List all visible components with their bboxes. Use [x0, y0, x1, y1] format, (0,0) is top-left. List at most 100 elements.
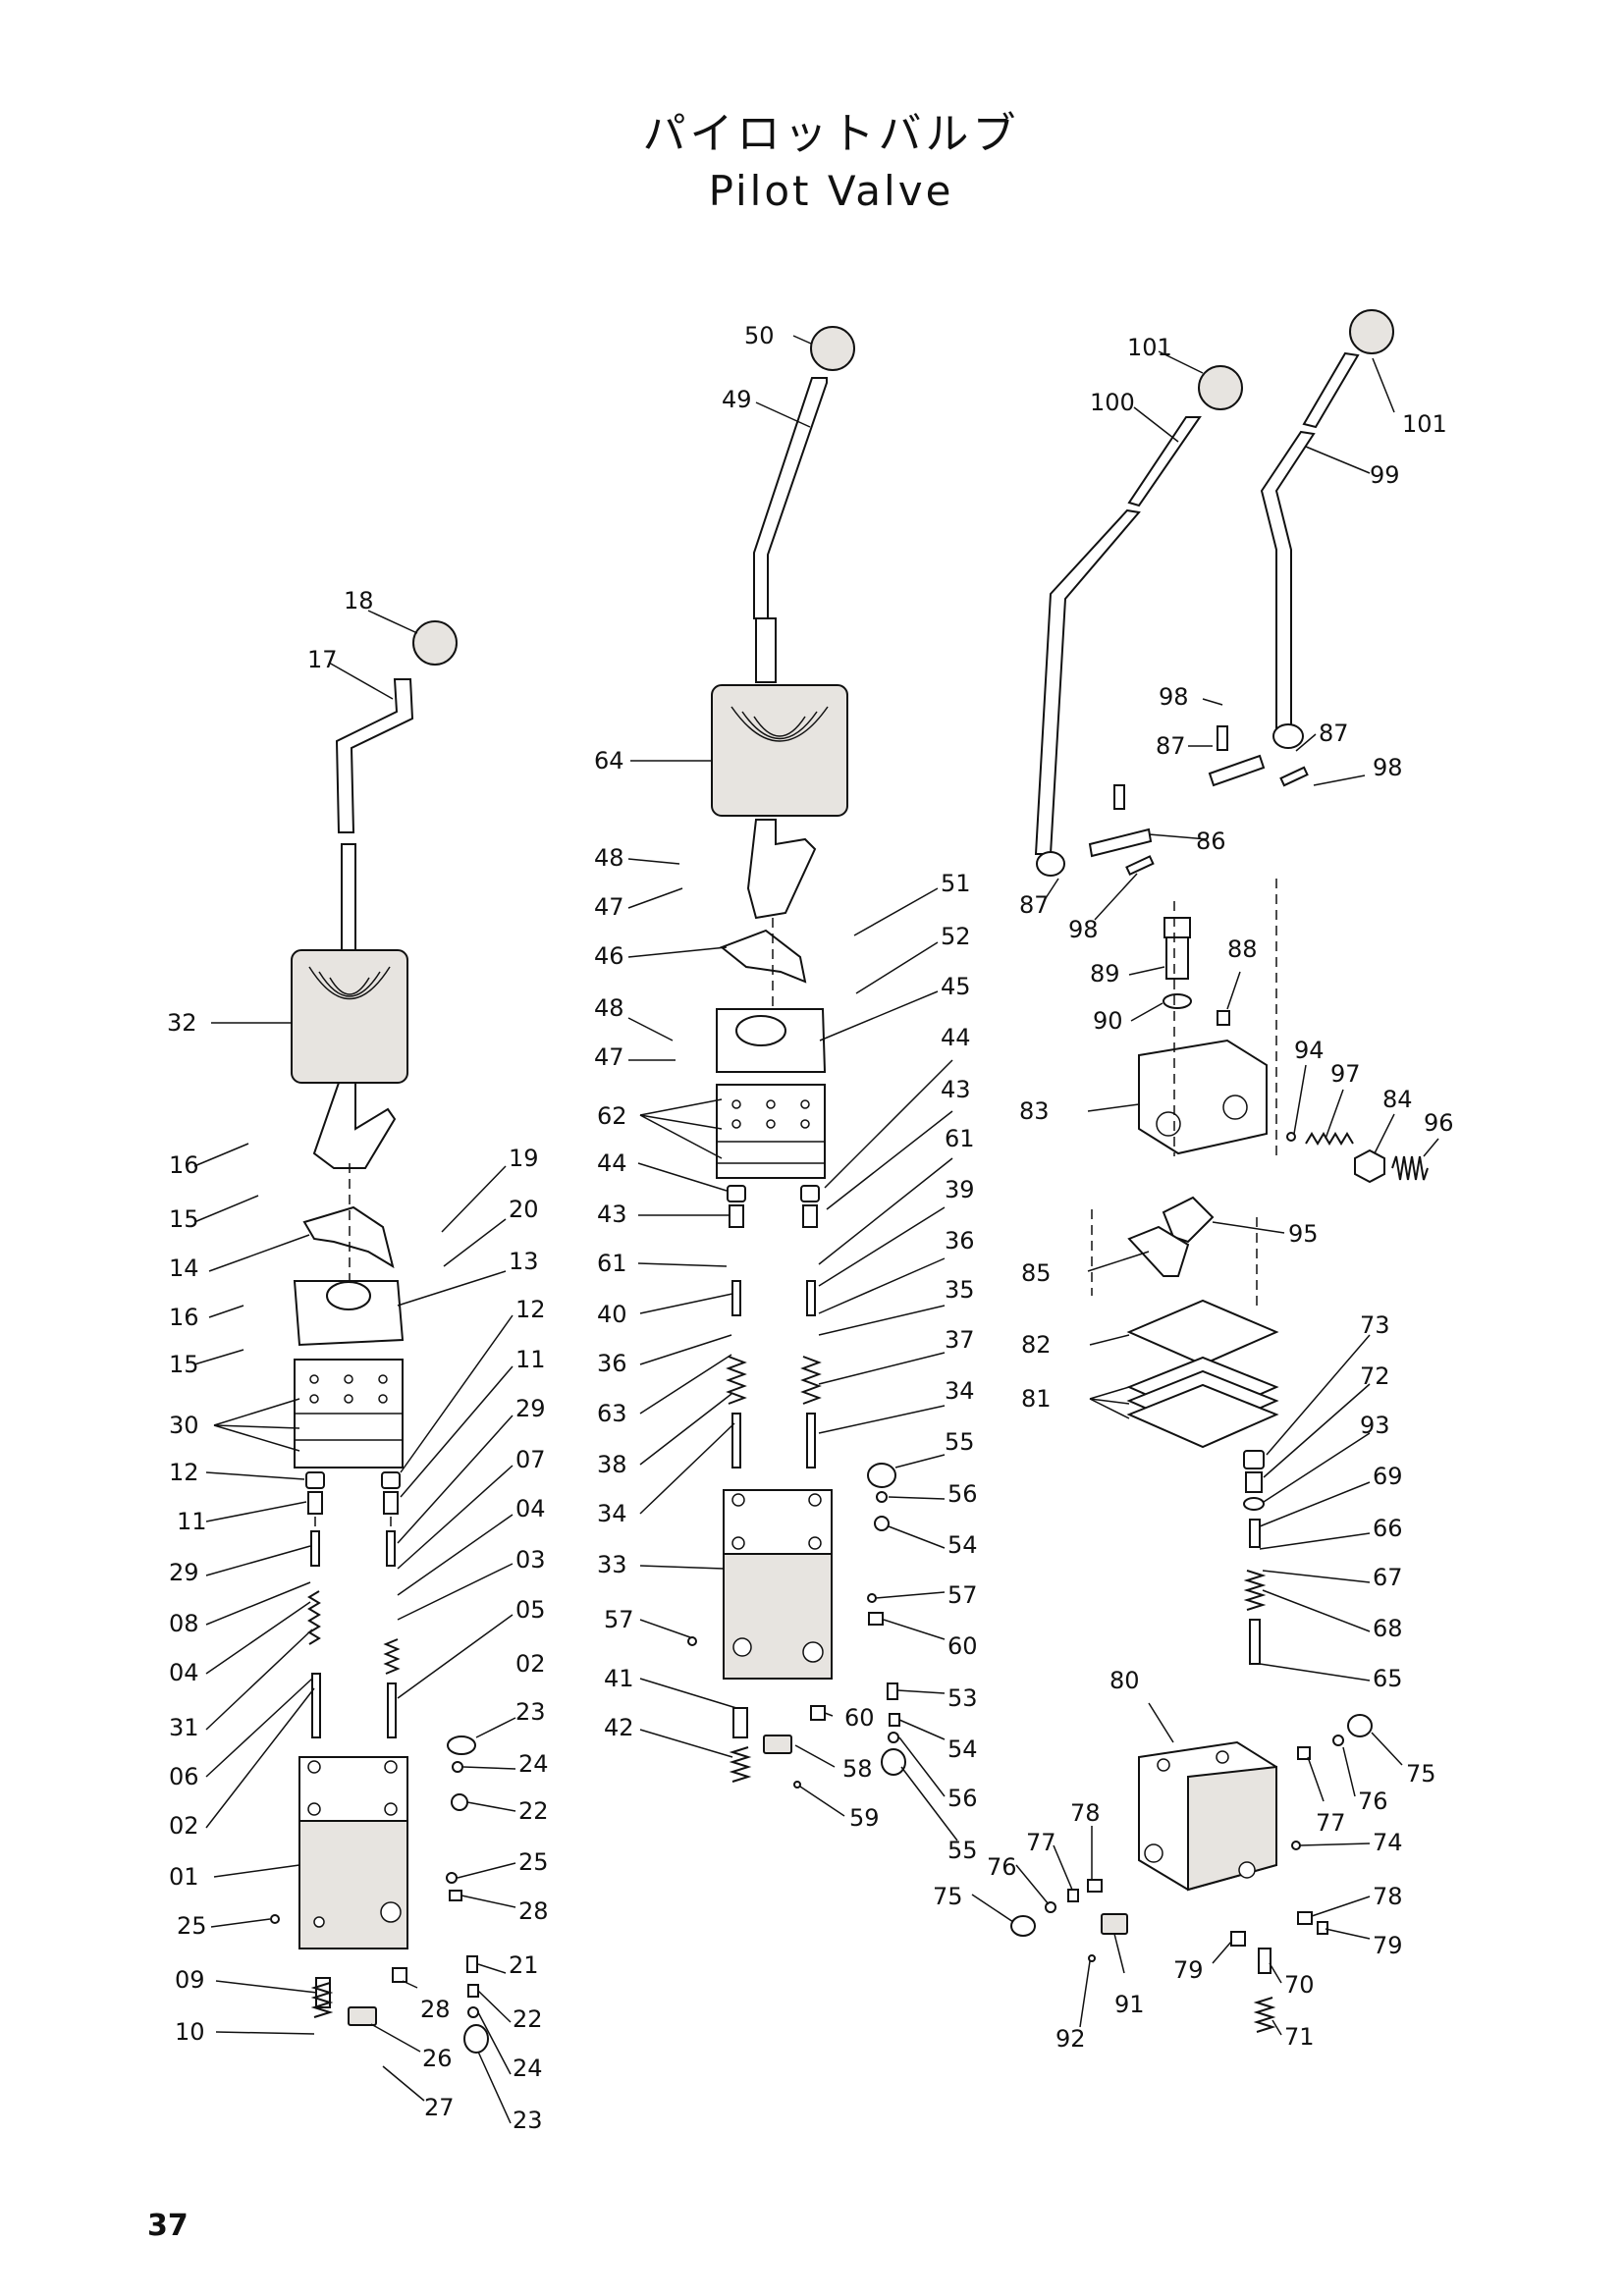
callout: 08	[169, 1610, 199, 1637]
callout: 34	[945, 1377, 975, 1405]
knob-101b	[1349, 309, 1394, 354]
title-english: Pilot Valve	[708, 167, 954, 215]
callout: 28	[518, 1897, 549, 1925]
callout: 47	[594, 1043, 624, 1071]
screw-96	[1391, 1155, 1429, 1181]
callout: 23	[513, 2107, 543, 2134]
callout: 59	[849, 1804, 880, 1832]
callout: 16	[169, 1304, 199, 1331]
lever-shaft	[341, 843, 356, 951]
callout: 10	[175, 2018, 205, 2046]
lever-99	[1260, 351, 1360, 732]
callout: 11	[177, 1508, 207, 1535]
callout: 82	[1021, 1331, 1052, 1359]
callout: 83	[1019, 1097, 1050, 1125]
callout: 11	[515, 1346, 546, 1373]
callout: 04	[169, 1659, 199, 1686]
callout: 09	[175, 1966, 205, 1994]
callout: 43	[941, 1076, 971, 1103]
callout: 72	[1360, 1362, 1390, 1390]
body-01	[298, 1820, 408, 1949]
callout: 69	[1373, 1463, 1403, 1490]
middle-valve-assembly	[687, 326, 906, 1789]
callout: 25	[177, 1912, 207, 1940]
callout: 21	[509, 1951, 539, 1979]
callout: 95	[1288, 1220, 1319, 1248]
washer-90	[1163, 993, 1192, 1009]
callout: 64	[594, 747, 624, 774]
callout: 88	[1227, 935, 1258, 963]
callout: 60	[844, 1704, 875, 1732]
callout: 43	[597, 1201, 627, 1228]
callout: 05	[515, 1596, 546, 1624]
callout: 70	[1284, 1971, 1315, 1999]
knob-101a	[1198, 365, 1243, 410]
callout: 57	[947, 1581, 978, 1609]
callout: 25	[518, 1848, 549, 1876]
callout: 62	[597, 1102, 627, 1130]
callout: 01	[169, 1863, 199, 1891]
callout: 93	[1360, 1412, 1390, 1439]
callout: 87	[1019, 891, 1050, 919]
callout: 13	[509, 1248, 539, 1275]
callout: 68	[1373, 1615, 1403, 1642]
callout: 41	[604, 1665, 634, 1692]
callout: 55	[947, 1837, 978, 1864]
boot-64	[711, 684, 848, 817]
name-plate-58	[763, 1735, 792, 1754]
callout: 52	[941, 923, 971, 950]
name-plate-26	[348, 2006, 377, 2026]
callout: 54	[947, 1735, 978, 1763]
callout: 28	[420, 1996, 451, 2023]
title-block: パイロットバルブ Pilot Valve	[0, 98, 1623, 215]
callout-labels: 18 17 32 16 15 14 16 15 30 12 11 29 08 0…	[167, 322, 1454, 2134]
callout: 23	[515, 1698, 546, 1726]
callout: 32	[167, 1009, 197, 1037]
callout: 80	[1109, 1667, 1140, 1694]
callout: 85	[1021, 1259, 1052, 1287]
callout: 66	[1373, 1515, 1403, 1542]
callout: 56	[947, 1480, 978, 1508]
callout: 58	[842, 1755, 873, 1783]
callout: 55	[945, 1428, 975, 1456]
callout: 84	[1382, 1086, 1413, 1113]
callout: 36	[597, 1350, 627, 1377]
spring-97	[1305, 1132, 1354, 1146]
callout: 34	[597, 1500, 627, 1527]
callout: 22	[513, 2005, 543, 2033]
callout: 71	[1284, 2023, 1315, 2051]
plate-82	[1126, 1299, 1279, 1366]
callout: 40	[597, 1301, 627, 1328]
callout: 27	[424, 2094, 455, 2121]
callout: 14	[169, 1255, 199, 1282]
callout: 60	[947, 1632, 978, 1660]
callout: 90	[1093, 1007, 1123, 1035]
callout: 30	[169, 1412, 199, 1439]
callout: 79	[1173, 1956, 1204, 1984]
holder-upper	[312, 1082, 397, 1169]
callout: 39	[945, 1176, 975, 1203]
callout: 77	[1316, 1809, 1346, 1837]
lever-17	[335, 678, 414, 833]
spring-31	[307, 1590, 321, 1645]
spring-68	[1243, 1570, 1267, 1611]
callout: 35	[945, 1276, 975, 1304]
callout: 02	[169, 1812, 199, 1840]
callout: 37	[945, 1326, 975, 1354]
lever-shaft-49	[755, 617, 777, 683]
callout: 48	[594, 844, 624, 872]
callout: 15	[169, 1351, 199, 1378]
callout: 38	[597, 1451, 627, 1478]
callout: 101	[1402, 410, 1447, 438]
callout: 61	[945, 1125, 975, 1152]
callout: 51	[941, 870, 971, 897]
page-number: 37	[147, 2209, 189, 2243]
callout: 89	[1090, 960, 1120, 988]
callout: 94	[1294, 1037, 1325, 1064]
callout: 99	[1370, 461, 1400, 489]
callout: 02	[515, 1650, 546, 1678]
callout: 81	[1021, 1385, 1052, 1413]
leader-lines	[193, 335, 1439, 2124]
callout: 44	[597, 1149, 627, 1177]
callout: 91	[1114, 1991, 1145, 2018]
